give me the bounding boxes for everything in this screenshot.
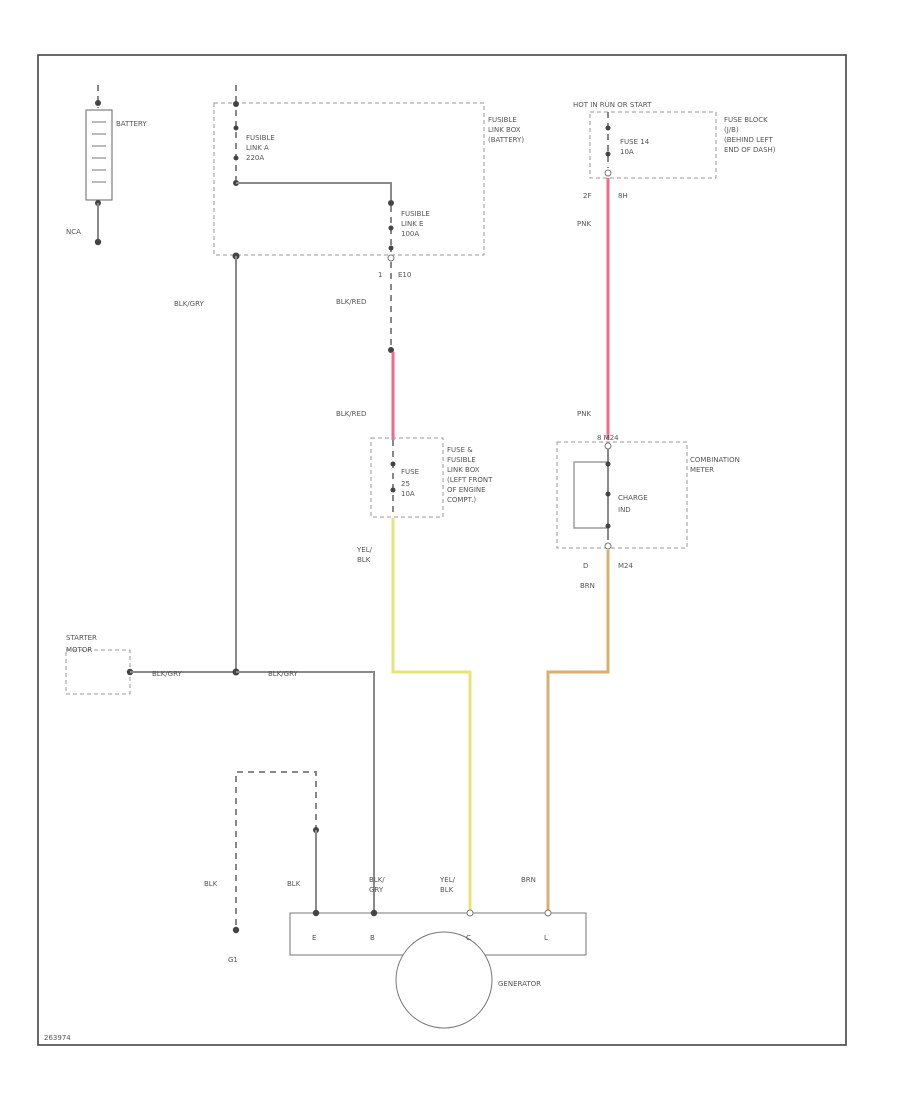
wire-blk-gry-gen [236,671,375,912]
wire-label-blk-gry-term-2: GRY [369,886,384,894]
fuse-block-label-1: FUSE BLOCK [724,116,768,124]
battery-label: BATTERY [116,120,147,128]
diagram-frame [37,54,847,1046]
wire-label-brn-meter: BRN [580,582,595,590]
fuse-box-front-label-4: (LEFT FRONT [447,476,493,484]
charge-ind-label-2: IND [618,506,631,514]
ground-g1-point [232,926,240,934]
meter-out-pin: D [583,562,588,570]
fusible-link-a-label-1: FUSIBLE [246,134,275,142]
wire-label-pnk-top: PNK [577,220,591,228]
fuse-25-label-2: 25 [401,480,410,488]
fuse-25-label-3: 10A [401,490,415,498]
wire-label-blk-gry-starter: BLK/GRY [152,670,182,678]
generator-label: GENERATOR [498,980,541,988]
connector-e10-pin: 1 [378,271,382,279]
generator-terminal-c: C [466,934,471,942]
wire-label-blk-gry-gen: BLK/GRY [268,670,298,678]
generator-terminal-l: L [544,934,548,942]
fusible-link-e-symbol [236,182,395,262]
fusible-link-box-label-3: (BATTERY) [488,136,524,144]
wire-label-blk-red-top: BLK/RED [336,298,366,306]
wire-label-blk-gry-main: BLK/GRY [174,300,204,308]
meter-out-label: M24 [618,562,633,570]
wire-label-blk-left: BLK [204,880,218,888]
fuse-25-label-1: FUSE [401,468,419,476]
fuse-fusible-link-box-front [370,437,444,518]
fuse-box-front-label-5: OF ENGINE [447,486,486,494]
fuse-14-label-1: FUSE 14 [620,138,650,146]
generator-symbol [289,909,587,1029]
fuse-block-label-4: END OF DASH) [724,146,776,154]
wire-blk-ground-dashed [235,771,317,925]
wire-label-yel-blk-2: BLK [357,556,371,564]
wire-label-yel-blk-term-2: BLK [440,886,454,894]
fusible-link-a-label-2: LINK A [246,144,269,152]
wire-yel-blk [391,518,472,912]
fusible-link-e-label-1: FUSIBLE [401,210,430,218]
ground-g1-label: G1 [228,956,238,964]
fusible-link-e-label-3: 100A [401,230,419,238]
wire-label-brn-term: BRN [521,876,536,884]
wire-brn [546,550,610,912]
connector-e10-label: E10 [398,271,411,279]
wire-label-yel-blk-1: YEL/ [356,546,373,554]
battery-ground-label: NCA [66,228,81,236]
wire-label-blk-gry-term-1: BLK/ [369,876,385,884]
charge-indicator-symbol [573,442,612,550]
wire-label-yel-blk-term-1: YEL/ [439,876,456,884]
fusible-link-box [213,102,485,256]
battery-symbol [85,85,113,246]
hot-in-label: HOT IN RUN OR START [573,101,652,109]
combination-meter-label-1: COMBINATION [690,456,740,464]
generator-terminal-b: B [370,934,375,942]
fuse-block-conn-pin: 2F [583,192,591,200]
combination-meter-label-2: METER [690,466,714,474]
fuse-block-jb-box [589,111,717,179]
combination-meter-connector: 8 M24 [597,434,619,442]
fusible-link-box-label-1: FUSIBLE [488,116,517,124]
charge-ind-label-1: CHARGE [618,494,648,502]
wire-label-blk-gen: BLK [287,880,301,888]
fuse-box-front-label-1: FUSE & [447,446,473,454]
fuse-14-symbol [604,112,612,177]
combination-meter-box [556,441,688,549]
diagram-code: 263974 [44,1034,71,1042]
wire-label-pnk-mid: PNK [577,410,591,418]
fusible-link-a-symbol [233,85,239,186]
starter-motor-box [65,649,131,695]
fuse-block-conn-label: 8H [618,192,628,200]
fuse-14-label-2: 10A [620,148,634,156]
fusible-link-e-label-2: LINK E [401,220,423,228]
fusible-link-a-label-3: 220A [246,154,264,162]
connector-dot-blk-red [388,347,394,353]
fuse-block-label-2: (J/B) [724,126,739,134]
fuse-25-symbol [390,440,396,512]
fuse-box-front-label-3: LINK BOX [447,466,480,474]
generator-terminal-e: E [312,934,316,942]
fuse-box-front-label-6: COMPT.) [447,496,476,504]
starter-label-1: STARTER [66,634,97,642]
fuse-block-label-3: (BEHIND LEFT [724,136,773,144]
fusible-link-box-label-2: LINK BOX [488,126,521,134]
fuse-box-front-label-2: FUSIBLE [447,456,476,464]
starter-label-2: MOTOR [66,646,92,654]
wire-label-blk-red-mid: BLK/RED [336,410,366,418]
